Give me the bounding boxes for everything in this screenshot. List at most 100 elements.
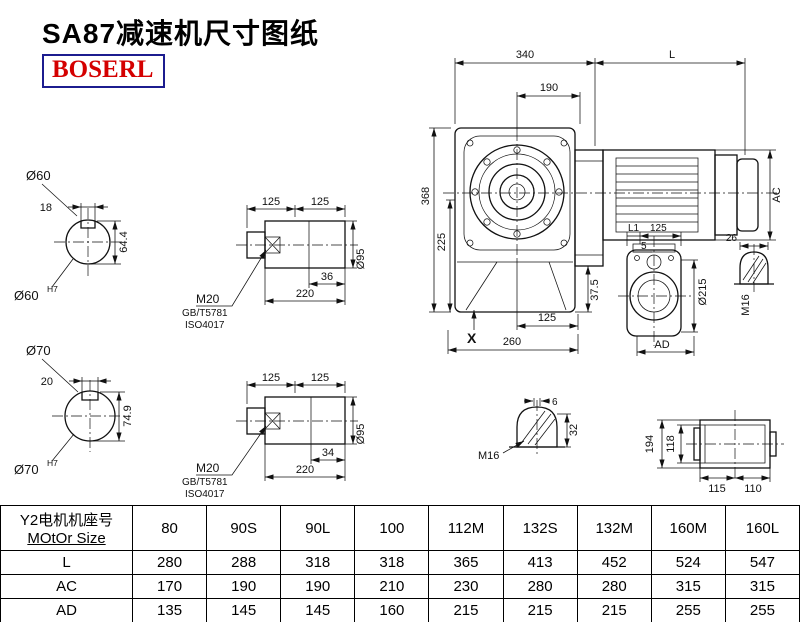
dim-26: 26 xyxy=(726,233,738,244)
label-bore-tol-70: H7 xyxy=(47,458,58,468)
label-shaft2-thread: M20 xyxy=(196,461,220,475)
dim-side-125: 125 xyxy=(650,223,667,234)
dimension-label: AD xyxy=(0,598,133,622)
side-view: L1 125 5 AD Ø215 26 M16 xyxy=(618,223,774,356)
dimension-value: 255 xyxy=(724,598,800,622)
input-flange-circle xyxy=(469,144,565,240)
dimension-value: 170 xyxy=(131,574,208,599)
label-dia-60: Ø60 xyxy=(26,168,51,183)
frame-size-header: 160L xyxy=(724,505,800,551)
main-assembly-view: 340 L 190 368 225 AC 37.5 125 xyxy=(420,49,783,354)
dim-118: 118 xyxy=(665,435,677,453)
dim-5: 5 xyxy=(641,241,647,252)
dim-shaft1-keylen: 36 xyxy=(321,271,333,283)
dim-key-width-60: 18 xyxy=(40,202,52,214)
dimension-value: 135 xyxy=(131,598,208,622)
dimension-value: 190 xyxy=(206,574,282,599)
dim-shaft2-seg1: 125 xyxy=(262,372,280,384)
side-housing xyxy=(626,249,682,337)
label-shaft2-std2: ISO4017 xyxy=(185,489,225,500)
dim-shaft2-dia: Ø95 xyxy=(355,424,367,445)
frame-size-header: 160M xyxy=(650,505,726,551)
motor-size-label-en: MOtOr Size xyxy=(27,530,106,547)
dim-shaft2-seg2: 125 xyxy=(311,372,329,384)
dimension-label: L xyxy=(0,550,133,575)
dimension-value: 288 xyxy=(206,550,282,575)
motor-size-label-cn: Y2电机机座号 xyxy=(19,512,114,529)
mounting-top-view: 194 118 115 110 xyxy=(644,410,784,495)
dim-194: 194 xyxy=(644,435,656,453)
dim-shaft1-len: 220 xyxy=(296,288,314,300)
dim-215: Ø215 xyxy=(697,279,709,306)
dimension-value: 315 xyxy=(650,574,726,599)
page-title: SA87减速机尺寸图纸 xyxy=(42,18,320,49)
dimension-value: 315 xyxy=(724,574,800,599)
dim-125-bottom: 125 xyxy=(538,312,556,324)
label-dia-70: Ø70 xyxy=(26,343,51,358)
dim-368: 368 xyxy=(420,187,432,205)
dim-shaft1-seg2: 125 xyxy=(311,196,329,208)
label-shaft1-std1: GB/T5781 xyxy=(182,308,228,319)
dimension-value: 255 xyxy=(650,598,726,622)
dim-L: L xyxy=(669,49,675,61)
dim-AC: AC xyxy=(771,187,783,202)
dim-shaft1-dia: Ø95 xyxy=(355,249,367,270)
frame-size-header: 112M xyxy=(428,505,504,551)
dim-height-60: 64.4 xyxy=(118,231,130,252)
dim-110: 110 xyxy=(744,483,762,495)
shaft-drawing-2: 125 125 34 220 Ø95 M20 GB/T5781 ISO4017 xyxy=(182,372,367,500)
frame-size-header: 132S xyxy=(502,505,578,551)
dim-key-width-70: 20 xyxy=(41,376,53,388)
label-shaft2-std1: GB/T5781 xyxy=(182,477,228,488)
dim-340: 340 xyxy=(516,49,534,61)
label-bore-60: Ø60 xyxy=(14,288,39,303)
dim-32: 32 xyxy=(568,424,580,436)
dim-190: 190 xyxy=(540,82,558,94)
dimension-value: 190 xyxy=(280,574,356,599)
dim-115: 115 xyxy=(708,483,726,495)
dimension-value: 280 xyxy=(502,574,578,599)
label-plug-M16: M16 xyxy=(478,450,499,462)
dimension-value: 452 xyxy=(576,550,652,575)
dim-shaft1-seg1: 125 xyxy=(262,196,280,208)
plug-view: 6 32 M16 xyxy=(478,397,580,462)
shaft-end-view-70: 20 74.9 Ø70 Ø70 H7 xyxy=(14,343,134,477)
dimension-value: 280 xyxy=(576,574,652,599)
shaft-end-view-60: 18 64.4 Ø60 Ø60 H7 xyxy=(14,168,130,303)
dim-260: 260 xyxy=(503,336,521,348)
label-X: X xyxy=(467,330,477,346)
dim-6: 6 xyxy=(552,397,558,408)
dim-37-5: 37.5 xyxy=(589,279,601,300)
dimension-value: 318 xyxy=(280,550,356,575)
dimension-value: 230 xyxy=(428,574,504,599)
dimension-value: 547 xyxy=(724,550,800,575)
dim-AD: AD xyxy=(654,339,669,351)
dimension-value: 215 xyxy=(502,598,578,622)
label-shaft1-std2: ISO4017 xyxy=(185,320,225,331)
dim-shaft2-len: 220 xyxy=(296,464,314,476)
dimension-value: 160 xyxy=(354,598,430,622)
dim-225: 225 xyxy=(436,233,448,251)
dome-plug xyxy=(516,406,558,448)
label-side-M16: M16 xyxy=(740,294,752,315)
label-shaft1-thread: M20 xyxy=(196,292,220,306)
dimension-value: 413 xyxy=(502,550,578,575)
frame-size-header: 100 xyxy=(354,505,430,551)
dimension-value: 280 xyxy=(131,550,208,575)
dim-shaft2-keylen: 34 xyxy=(322,447,334,459)
dome-plug-side xyxy=(739,251,769,285)
motor-fan-cover xyxy=(736,158,759,232)
dimension-value: 365 xyxy=(428,550,504,575)
dimension-value: 215 xyxy=(428,598,504,622)
motor-adapter xyxy=(574,149,604,267)
dim-height-70: 74.9 xyxy=(122,405,134,426)
label-bore-tol-60: H7 xyxy=(47,284,58,294)
dimension-value: 145 xyxy=(280,598,356,622)
frame-size-header: 90L xyxy=(280,505,356,551)
frame-size-header: 90S xyxy=(206,505,282,551)
shaft-drawing-1: 125 125 36 220 Ø95 M20 GB/T5781 ISO4017 xyxy=(182,196,367,331)
